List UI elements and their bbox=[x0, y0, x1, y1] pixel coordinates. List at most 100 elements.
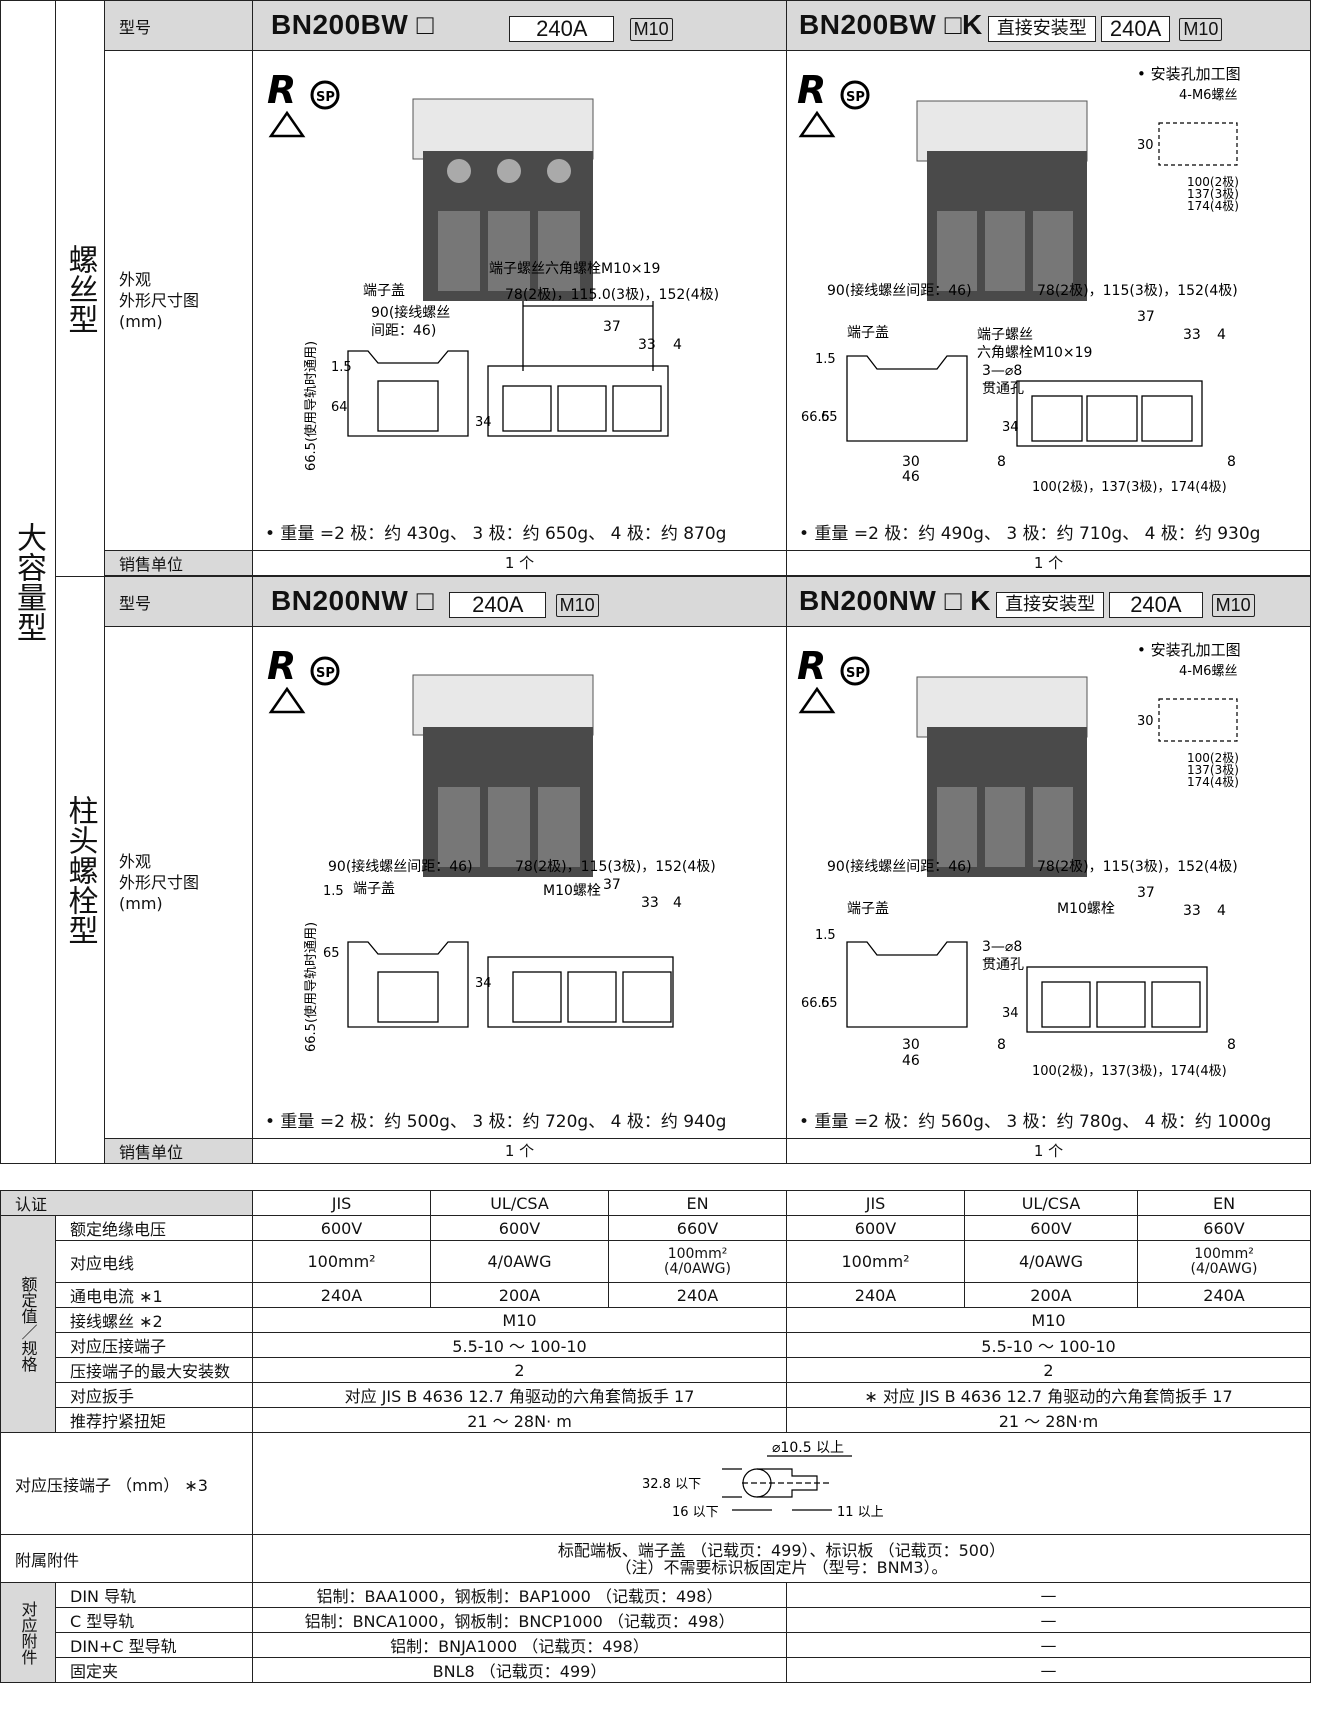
svg-text:100(2极): 100(2极) bbox=[1187, 751, 1239, 765]
weight-note: • 重量 =2 极：约 490g、 3 极：约 710g、 4 极：约 930g bbox=[799, 524, 1261, 544]
drawing: R SP 端子盖 90(接线螺丝 间距：46) bbox=[267, 68, 719, 471]
spec-row-label: 额定绝缘电压 bbox=[54, 1215, 254, 1241]
spec-cell: 240A bbox=[1137, 1282, 1312, 1308]
svg-text:33: 33 bbox=[1183, 903, 1201, 919]
current-badge: 240A bbox=[1100, 16, 1171, 43]
svg-text:37: 37 bbox=[1137, 309, 1155, 325]
weight-note: • 重量 =2 极：约 500g、 3 极：约 720g、 4 极：约 940g bbox=[265, 1112, 727, 1132]
spec-cell: 2 bbox=[252, 1357, 788, 1383]
svg-text:SP: SP bbox=[846, 90, 865, 105]
svg-text:78(2极)，115(3极)，152(4极): 78(2极)，115(3极)，152(4极) bbox=[515, 859, 716, 875]
spec-row-label: 压接端子的最大安装数 bbox=[54, 1357, 254, 1383]
svg-text:4-M6螺丝: 4-M6螺丝 bbox=[1179, 88, 1237, 103]
spec-row-label: DIN+C 型导轨 bbox=[54, 1632, 254, 1658]
figure-bn200nw: R SP 90(接线螺丝间距：46) 78(2极)，115(3极)，152(4极… bbox=[252, 626, 787, 1139]
category-large-capacity: 大容量型 bbox=[0, 0, 56, 1164]
svg-text:间距：46): 间距：46) bbox=[371, 323, 436, 339]
ul-icon: R bbox=[267, 644, 296, 688]
cert-ulcsa: UL/CSA bbox=[430, 1190, 610, 1216]
svg-text:78(2极)，115.0(3极)，152(4极): 78(2极)，115.0(3极)，152(4极) bbox=[505, 287, 719, 303]
triangle-icon bbox=[798, 686, 836, 714]
svg-text:100(2极): 100(2极) bbox=[1187, 175, 1239, 189]
svg-text:4: 4 bbox=[673, 337, 682, 353]
ul-icon: R bbox=[797, 68, 826, 112]
csa-icon: SP bbox=[840, 80, 870, 110]
svg-text:78(2极)，115(3极)，152(4极): 78(2极)，115(3极)，152(4极) bbox=[1037, 283, 1238, 299]
svg-text:M10螺栓: M10螺栓 bbox=[543, 883, 601, 899]
spec-cell: 5.5-10 ～ 100-10 bbox=[786, 1332, 1312, 1358]
spec-cell: — bbox=[786, 1657, 1312, 1683]
svg-text:端子盖: 端子盖 bbox=[847, 325, 889, 341]
spec-cell: 100mm² (4/0AWG) bbox=[608, 1240, 788, 1283]
bolt-icon: M10 bbox=[629, 17, 673, 41]
cert-en: EN bbox=[608, 1190, 788, 1216]
product-table: 大容量型 螺丝型 型号 BN200BW □ 240A M10 BN200BW □… bbox=[0, 0, 1311, 1164]
row-label-appearance: 外观 外形尺寸图 (mm) bbox=[104, 50, 253, 551]
svg-text:37: 37 bbox=[603, 877, 621, 893]
crimp-drawing: ⌀10.5 以上 32.8 以下 16 以下 11 以上 bbox=[252, 1432, 1312, 1535]
svg-text:8: 8 bbox=[997, 454, 1006, 470]
spec-cell: 200A bbox=[430, 1282, 610, 1308]
spec-cell: 660V bbox=[1137, 1215, 1312, 1241]
svg-text:1.5: 1.5 bbox=[323, 884, 344, 899]
spec-cell: 铝制：BAA1000，钢板制：BAP1000 （记载页：498） bbox=[252, 1582, 788, 1608]
bolt-icon: M10 bbox=[555, 593, 599, 617]
spec-cell: 4/0AWG bbox=[964, 1240, 1139, 1283]
svg-text:100(2极)，137(3极)，174(4极): 100(2极)，137(3极)，174(4极) bbox=[1032, 480, 1227, 495]
spec-cell: 铝制：BNCA1000，钢板制：BNCP1000 （记载页：498） bbox=[252, 1607, 788, 1633]
sales-unit: 1 个 bbox=[786, 550, 1311, 576]
optional-group-label: 对应附件 bbox=[0, 1582, 56, 1683]
cert-jis: JIS bbox=[786, 1190, 966, 1216]
model-header-bn200nw: BN200NW □ 240A M10 bbox=[252, 576, 787, 627]
sales-unit: 1 个 bbox=[252, 1138, 787, 1164]
spec-cell: — bbox=[786, 1607, 1312, 1633]
crimp-terminal-diagram: ⌀10.5 以上 32.8 以下 16 以下 11 以上 bbox=[642, 1440, 884, 1520]
svg-text:66.5: 66.5 bbox=[801, 410, 830, 425]
type-screw: 螺丝型 bbox=[55, 0, 105, 577]
spec-row-label: C 型导轨 bbox=[54, 1607, 254, 1633]
spec-row-label: 对应电线 bbox=[54, 1240, 254, 1283]
ul-icon: R bbox=[267, 68, 296, 112]
svg-text:65: 65 bbox=[821, 410, 838, 425]
svg-text:3—⌀8: 3—⌀8 bbox=[982, 939, 1022, 955]
bolt-icon: M10 bbox=[1211, 593, 1255, 617]
svg-text:37: 37 bbox=[1137, 885, 1155, 901]
spec-cell: 240A bbox=[786, 1282, 966, 1308]
model-name: BN200BW □ bbox=[271, 8, 434, 40]
triangle-icon bbox=[268, 110, 306, 138]
spec-cell: — bbox=[786, 1632, 1312, 1658]
svg-text:六角螺栓M10×19: 六角螺栓M10×19 bbox=[977, 345, 1092, 361]
model-name: BN200BW □K bbox=[799, 8, 983, 40]
csa-icon: SP bbox=[310, 80, 340, 110]
svg-text:SP: SP bbox=[316, 666, 335, 681]
spec-cell: 240A bbox=[252, 1282, 432, 1308]
svg-text:66.5: 66.5 bbox=[801, 996, 830, 1011]
spec-table: 认证 JIS UL/CSA EN JIS UL/CSA EN 额定值／规格 额定… bbox=[0, 1190, 1312, 1683]
spec-cell: 对应 JIS B 4636 12.7 角驱动的六角套筒扳手 17 bbox=[252, 1382, 788, 1408]
row-label-model: 型号 bbox=[104, 0, 253, 51]
spec-row-label: 固定夹 bbox=[54, 1657, 254, 1683]
current-badge: 240A bbox=[1109, 592, 1203, 619]
bolt-icon: M10 bbox=[1179, 17, 1223, 41]
spec-cell: 21 ～ 28N·m bbox=[786, 1407, 1312, 1433]
figure-bn200bwk: R SP • 安装孔加工图 4-M6螺丝 30 100(2极) 137(3极) … bbox=[786, 50, 1311, 551]
svg-text:33: 33 bbox=[638, 337, 656, 353]
svg-text:34: 34 bbox=[475, 976, 492, 991]
svg-text:174(4极): 174(4极) bbox=[1187, 199, 1239, 213]
spec-cell: 600V bbox=[786, 1215, 966, 1241]
svg-text:• 安装孔加工图: • 安装孔加工图 bbox=[1137, 641, 1241, 659]
svg-text:65: 65 bbox=[821, 996, 838, 1011]
current-badge: 240A bbox=[449, 592, 547, 619]
sales-unit: 1 个 bbox=[252, 550, 787, 576]
svg-text:端子盖: 端子盖 bbox=[847, 901, 889, 917]
drawing: R SP • 安装孔加工图 4-M6螺丝 30 100(2极) 137(3极) … bbox=[797, 65, 1241, 495]
spec-cell: 600V bbox=[964, 1215, 1139, 1241]
svg-text:33: 33 bbox=[1183, 327, 1201, 343]
svg-text:8: 8 bbox=[1227, 454, 1236, 470]
cert-en: EN bbox=[1137, 1190, 1312, 1216]
svg-text:R: R bbox=[797, 68, 826, 112]
figure-bn200bw: R SP 端子盖 90(接线螺丝 间距：46) bbox=[252, 50, 787, 551]
svg-text:4: 4 bbox=[673, 895, 682, 911]
svg-text:4-M6螺丝: 4-M6螺丝 bbox=[1179, 664, 1237, 679]
model-header-bn200nwk: BN200NW □ K 直接安装型 240A M10 bbox=[786, 576, 1311, 627]
